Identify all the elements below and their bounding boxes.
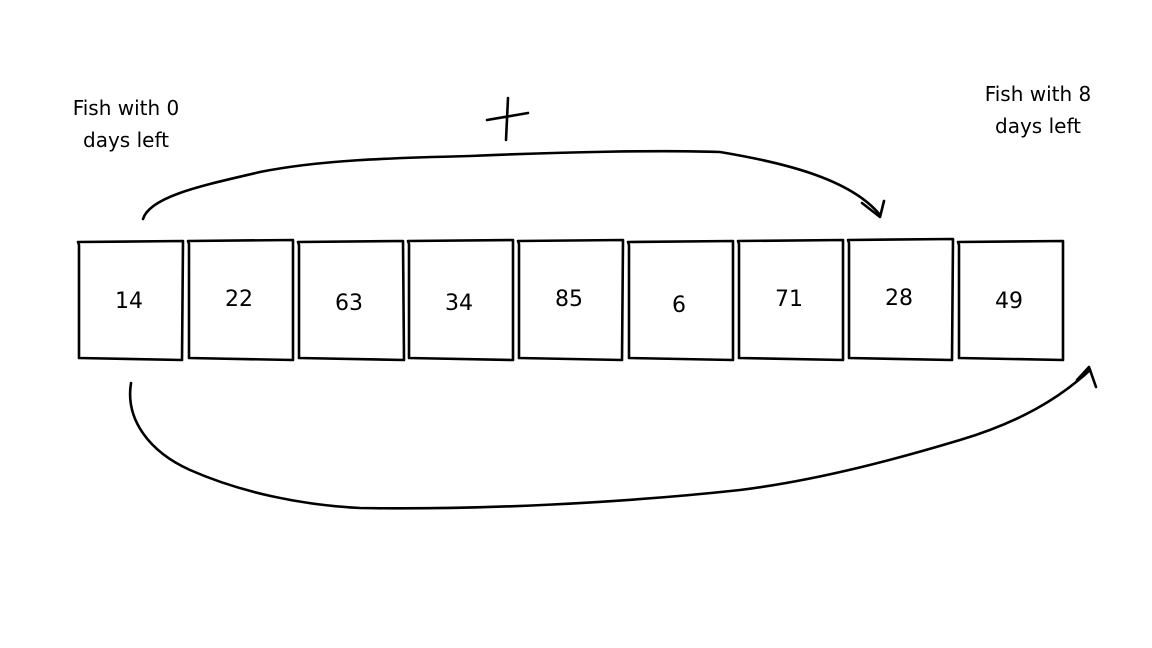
array-cell-value: 6 [672,293,686,318]
array-cell-value: 34 [445,291,473,316]
label-zero-days: Fish with 0 days left [46,92,206,156]
lower-arrow [128,368,1092,510]
upper-arrow-head [860,199,886,219]
array-cell-value: 28 [885,286,913,311]
array-cell: 85 [516,238,625,362]
array-cell-box [186,238,295,362]
array-cell-value: 49 [995,289,1023,314]
plus-icon [485,96,530,142]
array-cell-value: 22 [225,287,253,312]
array-cell-box [846,237,955,362]
array-cell-box [626,239,735,362]
array-cell-value: 71 [775,287,803,312]
lower-arrow-head [1075,365,1098,389]
array-cell: 14 [76,239,185,362]
array-cell: 34 [406,238,515,362]
array-cell-value: 85 [555,287,583,312]
array-cell: 6 [626,239,735,362]
array-cell-value: 14 [115,289,143,314]
upper-arrow [141,149,882,221]
label-eight-days: Fish with 8 days left [958,78,1118,142]
array-cell: 71 [736,238,845,362]
label-eight-days-line1: Fish with 8 [984,82,1092,106]
label-zero-days-line2: days left [83,128,169,152]
label-zero-days-line1: Fish with 0 [72,96,180,120]
array-cell: 49 [956,239,1065,362]
array-cell: 63 [296,239,406,362]
array-cells: 14 22 63 34 85 6 71 28 49 [76,237,1065,362]
array-cell: 22 [186,238,295,362]
label-eight-days-line2: days left [995,114,1081,138]
array-cell-box [76,239,185,362]
array-cell-value: 63 [335,291,363,316]
array-cell: 28 [846,237,955,362]
array-cell-box [516,238,625,362]
array-cell-box [406,238,515,362]
array-cell-box [736,238,845,362]
array-cell-box [956,239,1065,362]
array-cell-box [296,239,406,362]
